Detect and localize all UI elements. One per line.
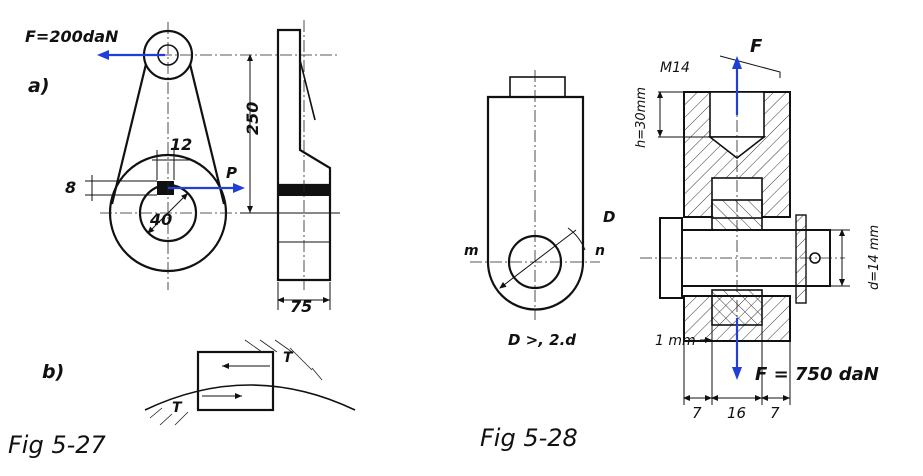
- fig27-load-label: P: [226, 164, 237, 182]
- fig28-force-up-label: F: [750, 36, 763, 57]
- fig28-force-down-arrow: [732, 318, 742, 380]
- fig28-fork-part: [470, 70, 600, 320]
- fig28-dim-left: 7: [692, 404, 702, 422]
- fig27-lever-side: [276, 20, 332, 310]
- fig28-thread-label: M14: [660, 60, 690, 76]
- fig28-pin-dia: d=14 mm: [867, 225, 882, 290]
- fig28-thread-depth: h=30mm: [634, 87, 649, 148]
- fig28-dim-right: 7: [770, 404, 780, 422]
- fig28-right-mark: n: [595, 243, 605, 259]
- fig27-part-a-label: a): [28, 75, 50, 97]
- fig27-slot-width-dim: 12: [170, 135, 192, 154]
- fig27-width-dim: 75: [290, 297, 312, 316]
- fig28-rule: D >, 2.d: [508, 331, 576, 349]
- fig27-friction-bottom: T: [172, 400, 183, 416]
- fig28-left-mark: m: [464, 243, 479, 259]
- fig27-lever-front: [85, 22, 340, 290]
- fig27-bore-dim: 40: [149, 210, 172, 229]
- keyway-slot: [157, 181, 174, 195]
- fig27-friction-top: T: [283, 350, 294, 366]
- fig27-force-label: F=200daN: [25, 27, 119, 46]
- fig27-load-arrow: [168, 183, 245, 193]
- fig28-force-down-label: F = 750 daN: [755, 364, 879, 385]
- fig27-slot-depth-dim: 8: [65, 178, 76, 197]
- fig28-clearance: 1 mm: [655, 333, 696, 349]
- fig27-caption: Fig 5-27: [8, 431, 107, 459]
- fig28-caption: Fig 5-28: [480, 424, 578, 452]
- fig27-part-b-label: b): [42, 361, 64, 383]
- fig28-dia-label: D: [603, 208, 615, 226]
- fig28-force-up-arrow: [732, 56, 742, 115]
- fig28-joint-section: [640, 55, 850, 405]
- fig27-friction-sketch: [144, 339, 356, 426]
- fig27-force-arrow: [97, 50, 165, 60]
- fig27-height-dim: 250: [243, 102, 262, 135]
- fig28-dim-mid: 16: [727, 404, 746, 422]
